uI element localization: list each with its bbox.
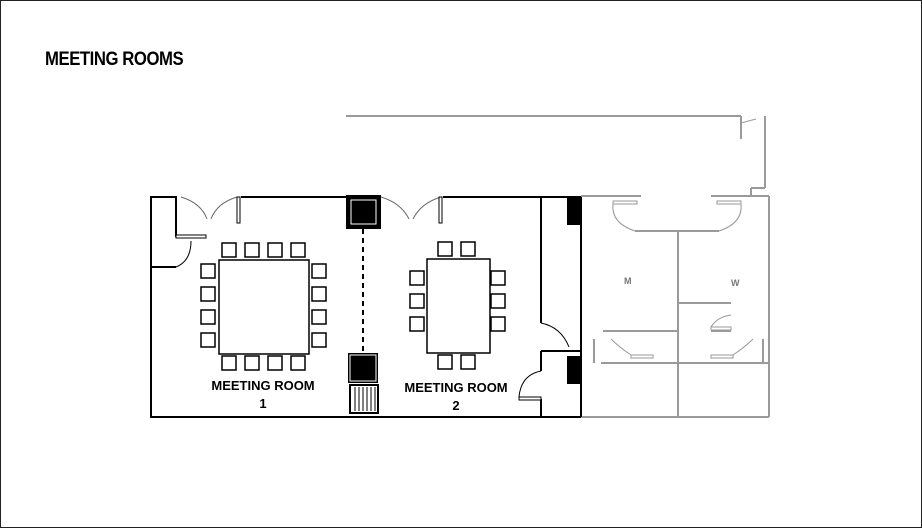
meeting-room-2-furniture [409, 241, 506, 370]
meeting-room-1-furniture [200, 242, 327, 371]
room-1-label-number: 1 [259, 396, 266, 411]
conference-table-2 [426, 258, 491, 354]
restroom-area [346, 115, 770, 418]
restroom-women-label: W [731, 278, 740, 288]
structural-columns [346, 195, 580, 384]
room-2-label-number: 2 [452, 398, 459, 413]
page-title: MEETING ROOMS [45, 49, 184, 70]
room-2-label-name: MEETING ROOM [404, 380, 507, 395]
conference-table-1 [218, 259, 310, 355]
stair-block [348, 353, 379, 414]
room-1-label-name: MEETING ROOM [211, 378, 314, 393]
restroom-men-label: M [624, 276, 632, 286]
meeting-room-walls [150, 196, 582, 418]
